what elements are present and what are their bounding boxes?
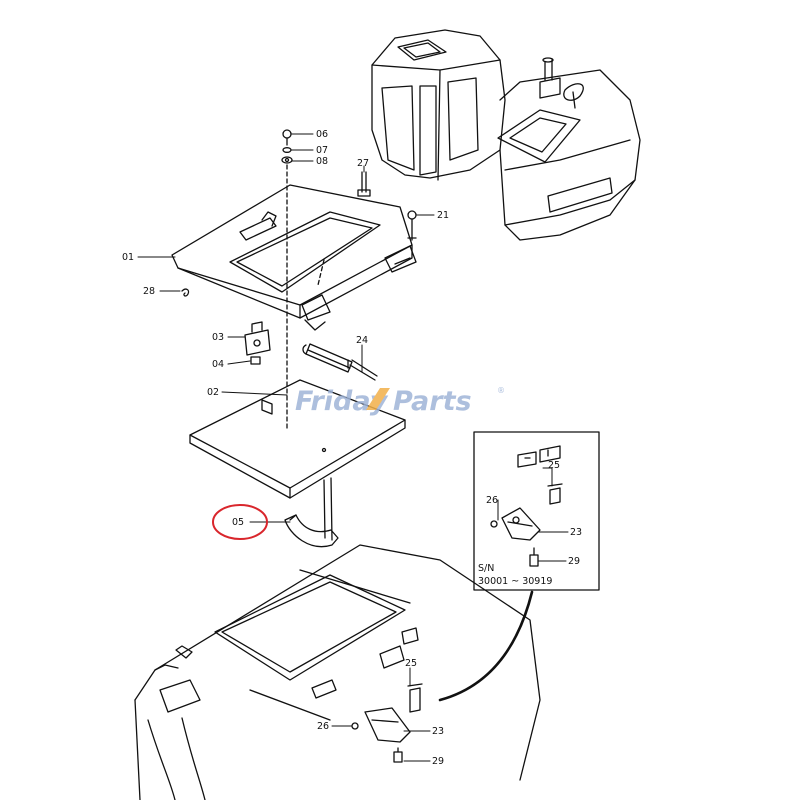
inset-detail-box [473, 431, 600, 591]
inset-callout-25: 25 [548, 460, 560, 471]
callout-21: 21 [437, 210, 449, 221]
bracket-03 [244, 321, 271, 356]
callout-07: 07 [316, 145, 328, 156]
highlight-circle-05 [212, 504, 268, 540]
serial-number-label: S/N [478, 563, 494, 574]
cab-roof-illustration [134, 544, 541, 800]
callout-02: 02 [207, 387, 219, 398]
latch-assembly-bottom [351, 683, 423, 763]
inset-labels: 25 26 23 29 S/N 30001 ~ 30919 [478, 460, 582, 587]
callout-06: 06 [316, 129, 328, 140]
inset-callout-23: 23 [570, 527, 582, 538]
callout-24: 24 [356, 335, 368, 346]
gas-strut-24 [302, 343, 378, 381]
serial-number-range: 30001 ~ 30919 [478, 576, 552, 587]
callout-01: 01 [122, 252, 134, 263]
bolt-27 [357, 171, 371, 197]
inset-callout-26: 26 [486, 495, 498, 506]
brand-watermark: Friday Parts ® [295, 386, 505, 417]
handle-05 [284, 477, 339, 548]
hatch-frame-01 [171, 184, 417, 331]
watermark-registered-mark: ® [497, 386, 505, 395]
callout-03: 03 [212, 332, 224, 343]
bottom-callout-26: 26 [317, 721, 329, 732]
excavator-illustration [371, 29, 641, 241]
inset-callout-29: 29 [568, 556, 580, 567]
bottom-labels: 25 26 23 29 [317, 658, 444, 767]
callout-27: 27 [357, 158, 369, 169]
bottom-callout-29: 29 [432, 756, 444, 767]
clip-28 [181, 288, 190, 297]
bolt-04 [250, 356, 261, 365]
detail-connector-line [438, 590, 534, 702]
watermark-slash-icon [366, 388, 390, 410]
callout-28: 28 [143, 286, 155, 297]
leader-lines [137, 133, 569, 762]
callout-04: 04 [212, 359, 224, 370]
bottom-callout-23: 23 [432, 726, 444, 737]
bottom-callout-25: 25 [405, 658, 417, 669]
callout-labels: 06 07 08 27 21 01 28 03 04 24 02 05 [122, 129, 449, 528]
callout-08: 08 [316, 156, 328, 167]
watermark-parts: Parts [393, 386, 472, 417]
callout-05: 05 [232, 517, 244, 528]
hatch-plate-02 [189, 379, 406, 499]
bolt-washer-stack [281, 129, 293, 164]
